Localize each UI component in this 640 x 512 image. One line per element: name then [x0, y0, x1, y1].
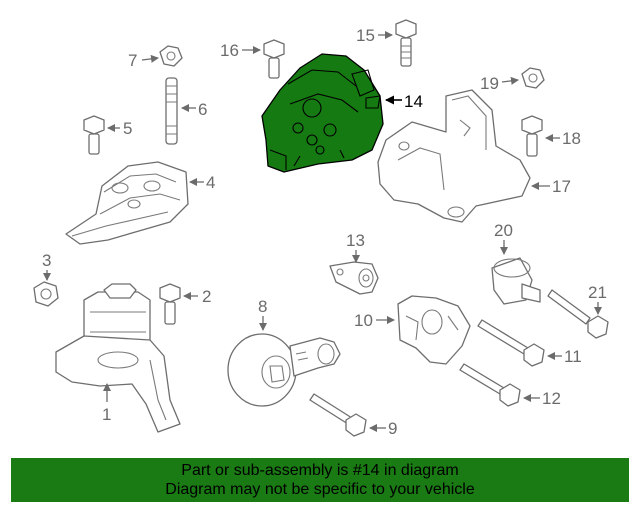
part-20-bushing[interactable] — [491, 257, 541, 305]
callout-8-label: 8 — [258, 297, 267, 316]
part-19-nut[interactable] — [521, 67, 545, 89]
callout-16: 16 — [220, 41, 261, 60]
callout-18: 18 — [545, 129, 581, 148]
callout-8: 8 — [258, 297, 267, 331]
callout-5: 5 — [107, 119, 132, 138]
callout-6: 6 — [181, 100, 207, 119]
callout-4-label: 4 — [206, 173, 215, 192]
part-8-torque-rod[interactable] — [227, 333, 341, 407]
callout-12-label: 12 — [542, 389, 561, 408]
callout-19-label: 19 — [480, 74, 499, 93]
callout-2: 2 — [183, 287, 211, 306]
callout-20: 20 — [494, 221, 513, 255]
part-14-engine-mount[interactable] — [261, 53, 384, 173]
callout-21: 21 — [588, 283, 607, 315]
part-info-banner: Part or sub-assembly is #14 in diagram D… — [11, 458, 629, 502]
part-12-bolt[interactable] — [459, 363, 521, 407]
part-4-bracket[interactable] — [65, 161, 189, 245]
callout-15-label: 15 — [356, 26, 375, 45]
part-17-bracket[interactable] — [377, 89, 531, 223]
callout-17: 17 — [531, 177, 571, 196]
part-10-bracket[interactable] — [397, 295, 471, 365]
part-21-bolt[interactable] — [547, 289, 609, 339]
callout-1: 1 — [102, 383, 111, 424]
callout-9: 9 — [369, 419, 397, 438]
callout-7: 7 — [128, 51, 159, 70]
part-2-bolt[interactable] — [159, 283, 181, 325]
part-11-bolt[interactable] — [477, 319, 545, 367]
callout-10-label: 10 — [354, 311, 373, 330]
callout-11: 11 — [547, 347, 582, 366]
callout-14: 14 — [385, 92, 423, 111]
callout-3: 3 — [42, 251, 51, 281]
callout-16-label: 16 — [220, 41, 239, 60]
part-18-bolt[interactable] — [521, 115, 543, 157]
part-3-nut[interactable] — [33, 281, 59, 307]
parts-diagram: 14 15 16 7 6 5 — [33, 19, 609, 438]
part-info-line-1: Part or sub-assembly is #14 in diagram — [181, 462, 459, 479]
part-7-nut[interactable] — [159, 45, 183, 67]
callout-9-label: 9 — [388, 419, 397, 438]
callout-20-label: 20 — [494, 221, 513, 240]
part-5-bolt[interactable] — [83, 115, 105, 155]
part-15-bolt[interactable] — [395, 19, 417, 67]
callout-17-label: 17 — [552, 177, 571, 196]
callout-18-label: 18 — [562, 129, 581, 148]
callout-11-label: 11 — [564, 347, 582, 366]
part-16-bolt[interactable] — [263, 39, 285, 79]
callout-5-label: 5 — [123, 119, 132, 138]
callout-13-label: 13 — [346, 231, 365, 250]
callout-19: 19 — [480, 74, 519, 93]
part-1-mount[interactable] — [55, 283, 181, 433]
callout-12: 12 — [523, 389, 561, 408]
callout-13: 13 — [346, 231, 365, 263]
callout-4: 4 — [189, 173, 215, 192]
part-9-bolt[interactable] — [309, 393, 367, 437]
callout-10: 10 — [354, 311, 395, 330]
part-6-stud[interactable] — [165, 77, 178, 145]
part-info-line-2: Diagram may not be specific to your vehi… — [165, 481, 475, 498]
part-13-bushing[interactable] — [329, 261, 379, 295]
callout-3-label: 3 — [42, 251, 51, 270]
callout-14-label: 14 — [404, 92, 423, 111]
callout-1-label: 1 — [102, 405, 111, 424]
callout-6-label: 6 — [198, 100, 207, 119]
callout-7-label: 7 — [128, 51, 137, 70]
callout-15: 15 — [356, 26, 393, 45]
callout-2-label: 2 — [202, 287, 211, 306]
callout-21-label: 21 — [588, 283, 607, 302]
